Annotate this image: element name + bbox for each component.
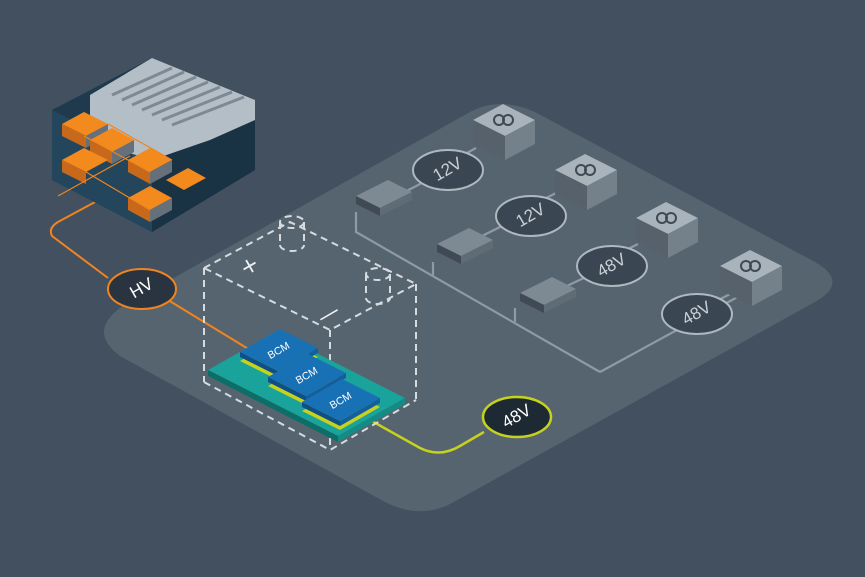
load-box [636,202,698,258]
pack-wiring [57,123,173,211]
hv-line [49,194,251,351]
converter [520,277,576,313]
bus-line [369,418,485,454]
load-voltage-node: 48V [661,293,733,335]
coil-icon [575,164,596,176]
load-box [473,104,535,160]
load-box [555,154,617,210]
coil-icon [493,114,514,126]
load-voltage-node: 48V [576,245,648,287]
bus-voltage-node: 48V [481,395,553,439]
converter [356,180,412,216]
hv-node: HV [107,268,177,310]
converter [437,228,493,264]
bcm-module: BCM [268,354,346,405]
bcm-module: BCM [302,379,380,430]
coil-icon [740,260,761,272]
load-voltage-node: 12V [495,195,567,237]
load-voltage-node: 12V [412,149,484,191]
coil-icon [656,212,677,224]
heatsink-fins [111,66,245,127]
load-box [720,250,782,306]
hv-battery-pack [52,58,255,232]
